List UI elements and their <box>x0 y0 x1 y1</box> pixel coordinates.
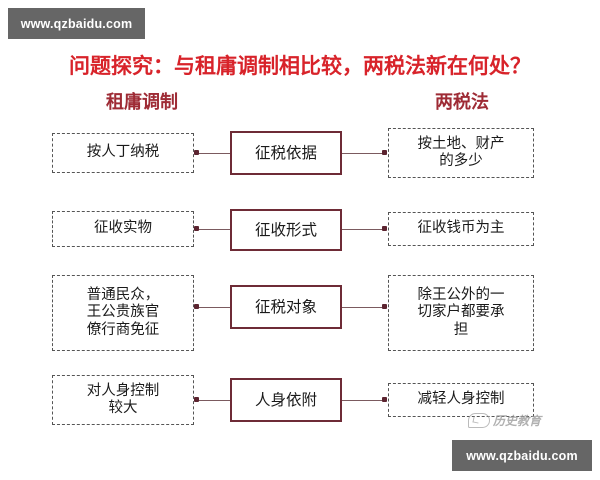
left-item-box[interactable]: 按人丁纳税 <box>52 133 194 173</box>
connector-line-right <box>342 307 386 308</box>
connector-dot-left <box>194 150 199 155</box>
connector-dot-right <box>382 304 387 309</box>
connector-dot-left <box>194 226 199 231</box>
column-header-right: 两税法 <box>435 92 489 113</box>
connector-line-right <box>342 229 386 230</box>
left-item-box[interactable]: 对人身控制较大 <box>52 375 194 425</box>
category-box[interactable]: 人身依附 <box>230 378 342 422</box>
connector-line-left <box>196 307 230 308</box>
category-box[interactable]: 征收形式 <box>230 209 342 251</box>
right-item-box[interactable]: 征收钱币为主 <box>388 212 534 246</box>
connector-line-left <box>196 229 230 230</box>
connector-line-left <box>196 153 230 154</box>
left-item-box[interactable]: 征收实物 <box>52 211 194 247</box>
connector-dot-left <box>194 304 199 309</box>
category-box[interactable]: 征税依据 <box>230 131 342 175</box>
connector-dot-right <box>382 397 387 402</box>
right-item-box[interactable]: 除王公外的一切家户都要承担 <box>388 275 534 351</box>
connector-line-left <box>196 400 230 401</box>
left-item-box[interactable]: 普通民众，王公贵族官僚行商免征 <box>52 275 194 351</box>
category-box[interactable]: 征税对象 <box>230 285 342 329</box>
connector-line-right <box>342 400 386 401</box>
page-title: 问题探究：与租庸调制相比较，两税法新在何处？ <box>69 54 531 78</box>
right-item-box[interactable]: 按土地、财产的多少 <box>388 128 534 178</box>
watermark-bottom: www.qzbaidu.com <box>452 440 592 471</box>
connector-line-right <box>342 153 386 154</box>
connector-dot-right <box>382 226 387 231</box>
publisher-watermark-label: 历史教育 <box>493 413 542 428</box>
publisher-watermark: 历史教育 <box>468 409 584 431</box>
speech-bubble-icon <box>468 412 490 428</box>
column-header-left: 租庸调制 <box>106 92 178 113</box>
connector-dot-right <box>382 150 387 155</box>
watermark-top: www.qzbaidu.com <box>8 8 145 39</box>
right-item-box[interactable]: 减轻人身控制 <box>388 383 534 417</box>
connector-dot-left <box>194 397 199 402</box>
